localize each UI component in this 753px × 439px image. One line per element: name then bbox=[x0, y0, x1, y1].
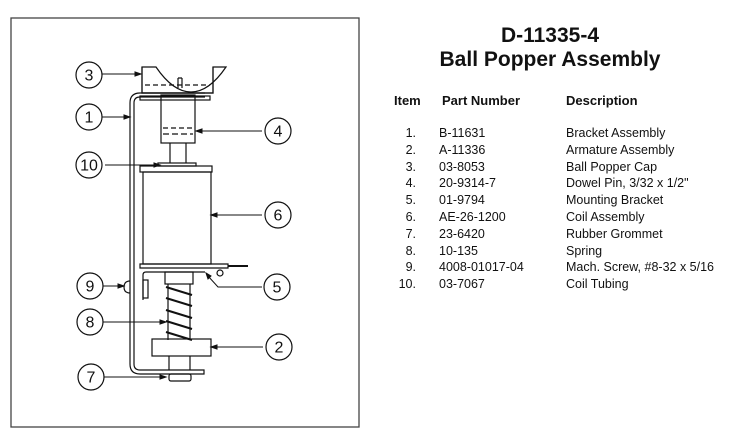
part-description: Ball Popper Cap bbox=[566, 159, 658, 174]
part-number: 20-9314-7 bbox=[439, 176, 496, 191]
bracket-assembly bbox=[129, 92, 205, 375]
assembly-diagram: 3 1 4 10 6 9 5 8 2 7 bbox=[10, 17, 360, 428]
item-number: 6. bbox=[405, 210, 416, 224]
part-number: 03-8053 bbox=[439, 159, 485, 174]
item-number: 4. bbox=[405, 176, 416, 191]
coil-assembly bbox=[142, 171, 212, 265]
item-number: 8. bbox=[405, 243, 416, 258]
mounting-bracket bbox=[139, 263, 248, 277]
item-number: 3. bbox=[405, 159, 416, 174]
diagram-frame bbox=[10, 17, 360, 428]
callout-8 bbox=[76, 308, 104, 336]
callout-7-label: 7 bbox=[87, 370, 96, 387]
callout-2-label: 2 bbox=[275, 340, 284, 357]
part-description: Mounting Bracket bbox=[566, 193, 664, 208]
part-description: Mach. Screw, #8-32 x 5/16 bbox=[566, 260, 714, 275]
ball-popper-cap bbox=[141, 66, 228, 94]
spring bbox=[164, 271, 194, 342]
callout-5 bbox=[263, 273, 291, 301]
armature-upper-block bbox=[160, 94, 196, 163]
callout-4-label: 4 bbox=[274, 124, 283, 141]
assembly-name: Ball Popper Assembly bbox=[439, 48, 661, 71]
callout-4 bbox=[264, 117, 292, 145]
callout-10-label: 10 bbox=[80, 158, 98, 175]
callout-7 bbox=[77, 363, 105, 391]
part-description: Armature Assembly bbox=[566, 142, 675, 157]
bracket-top-plate bbox=[139, 95, 211, 101]
header-description: Description bbox=[566, 93, 638, 108]
part-description: Rubber Grommet bbox=[566, 226, 663, 241]
callout-6 bbox=[264, 201, 292, 229]
callout-3-label: 3 bbox=[85, 68, 94, 85]
rubber-grommet bbox=[168, 356, 192, 382]
part-number: A-11336 bbox=[439, 142, 486, 157]
drawing-number: D-11335-4 bbox=[500, 24, 600, 47]
callout-9 bbox=[76, 272, 104, 300]
item-number: 10. bbox=[398, 277, 416, 292]
callout-1-label: 1 bbox=[85, 110, 94, 127]
callout-10 bbox=[75, 151, 103, 179]
callout-1 bbox=[75, 103, 103, 131]
part-number: 23-6420 bbox=[439, 226, 485, 241]
item-number: 9. bbox=[405, 260, 416, 275]
item-number: 2. bbox=[405, 142, 416, 157]
part-number: 01-9794 bbox=[439, 193, 485, 208]
title-block: D-11335-4 Ball Popper Assembly bbox=[380, 24, 720, 72]
part-description: Coil Assembly bbox=[566, 210, 645, 224]
part-number: 03-7067 bbox=[439, 277, 485, 292]
callout-9-label: 9 bbox=[86, 279, 95, 296]
callout-6-label: 6 bbox=[274, 208, 283, 225]
callout-8-label: 8 bbox=[86, 315, 95, 332]
machine-screw bbox=[123, 280, 131, 294]
item-number: 5. bbox=[405, 193, 416, 208]
header-part-number: Part Number bbox=[442, 93, 521, 108]
part-number: B-11631 bbox=[439, 126, 486, 140]
part-number: 4008-01017-04 bbox=[439, 260, 524, 275]
item-number: 7. bbox=[405, 226, 416, 241]
part-description: Spring bbox=[566, 243, 603, 258]
item-number: 1. bbox=[405, 126, 416, 140]
part-description: Dowel Pin, 3/32 x 1/2" bbox=[566, 176, 689, 191]
header-item: Item bbox=[394, 93, 421, 108]
callout-5-label: 5 bbox=[273, 280, 282, 297]
part-description: Coil Tubing bbox=[566, 277, 629, 292]
part-number: AE-26-1200 bbox=[439, 210, 506, 224]
part-description: Bracket Assembly bbox=[566, 126, 666, 140]
callout-2 bbox=[265, 333, 293, 361]
coil-tubing bbox=[139, 162, 213, 173]
armature-assembly bbox=[151, 338, 212, 357]
callout-3 bbox=[75, 61, 103, 89]
part-number: 10-135 bbox=[439, 243, 478, 258]
